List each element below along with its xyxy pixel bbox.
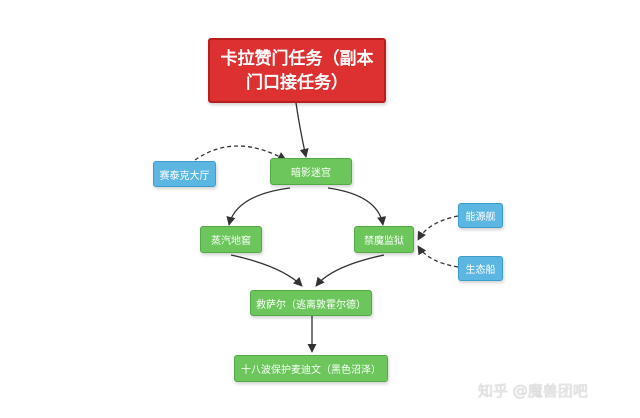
node-mechanar: 能源舰	[458, 203, 503, 228]
edge-mechanar-to-arcatraz	[417, 215, 459, 241]
node-shadow-labyrinth: 暗影迷宫	[270, 158, 352, 185]
node-rescue-thrall: 救萨尔（逃离敦霍尔德）	[250, 290, 372, 316]
edge-arcatraz-to-rescue	[315, 254, 385, 287]
node-botanica: 生态船	[458, 256, 503, 281]
node-arcatraz: 禁魔监狱	[354, 226, 414, 253]
edge-shadow-labyrinth-to-arcatraz	[327, 187, 387, 226]
node-karazhan-attunement: 卡拉赞门任务（副本门口接任务）	[208, 38, 386, 103]
node-sethekk-halls: 赛泰克大厅	[153, 161, 216, 187]
node-black-morass: 十八波保护麦迪文（黑色沼泽）	[234, 355, 388, 382]
edge-sethekk-to-shadow-labyrinth	[194, 145, 287, 161]
watermark: 知乎 @魔兽团吧	[478, 382, 588, 400]
edge-root-to-shadow-labyrinth	[295, 102, 309, 158]
node-steamvault: 蒸汽地窖	[200, 226, 262, 253]
edge-botanica-to-arcatraz	[417, 245, 459, 268]
edge-shadow-labyrinth-to-steamvault	[226, 187, 291, 226]
edge-steamvault-to-rescue	[230, 254, 303, 287]
